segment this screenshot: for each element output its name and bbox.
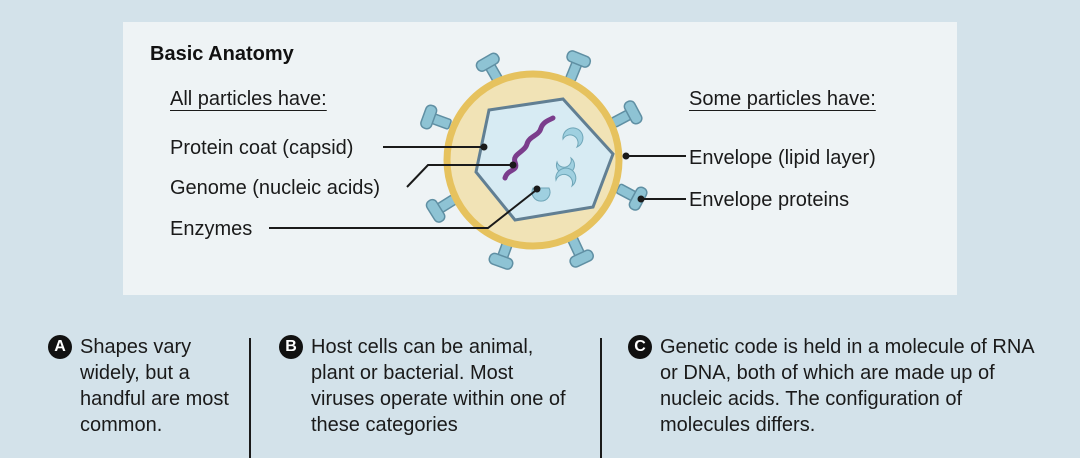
spike-bottom-right (567, 235, 594, 268)
divider-2 (600, 338, 602, 458)
note-a-text: Shapes vary widely, but a handful are mo… (80, 336, 229, 436)
panel-title: Basic Anatomy (150, 43, 294, 65)
label-genome: Genome (nucleic acids) (170, 177, 381, 199)
label-envelope: Envelope (lipid layer) (689, 147, 876, 169)
note-a-badge: A (48, 335, 72, 359)
note-b-text: Host cells can be animal, plant or bacte… (311, 336, 566, 436)
spike-left-top (420, 104, 452, 130)
virus-diagram (269, 50, 686, 270)
label-envelope-proteins: Envelope proteins (689, 189, 850, 211)
note-c-text: Genetic code is held in a molecule of RN… (660, 336, 1034, 436)
note-c-badge: C (628, 335, 652, 359)
right-column-heading: Some particles have: (689, 88, 876, 110)
left-column-heading: All particles have: (170, 88, 327, 110)
label-enzymes: Enzymes (170, 218, 253, 240)
divider-1 (249, 338, 251, 458)
leader-lines (269, 143, 686, 229)
anatomy-panel: Basic Anatomy All particles have: Some p… (123, 22, 957, 295)
spike-left-bottom (425, 194, 458, 223)
genome-strand (502, 115, 556, 181)
label-protein-coat: Protein coat (capsid) (170, 137, 354, 159)
note-b-badge: B (279, 335, 303, 359)
